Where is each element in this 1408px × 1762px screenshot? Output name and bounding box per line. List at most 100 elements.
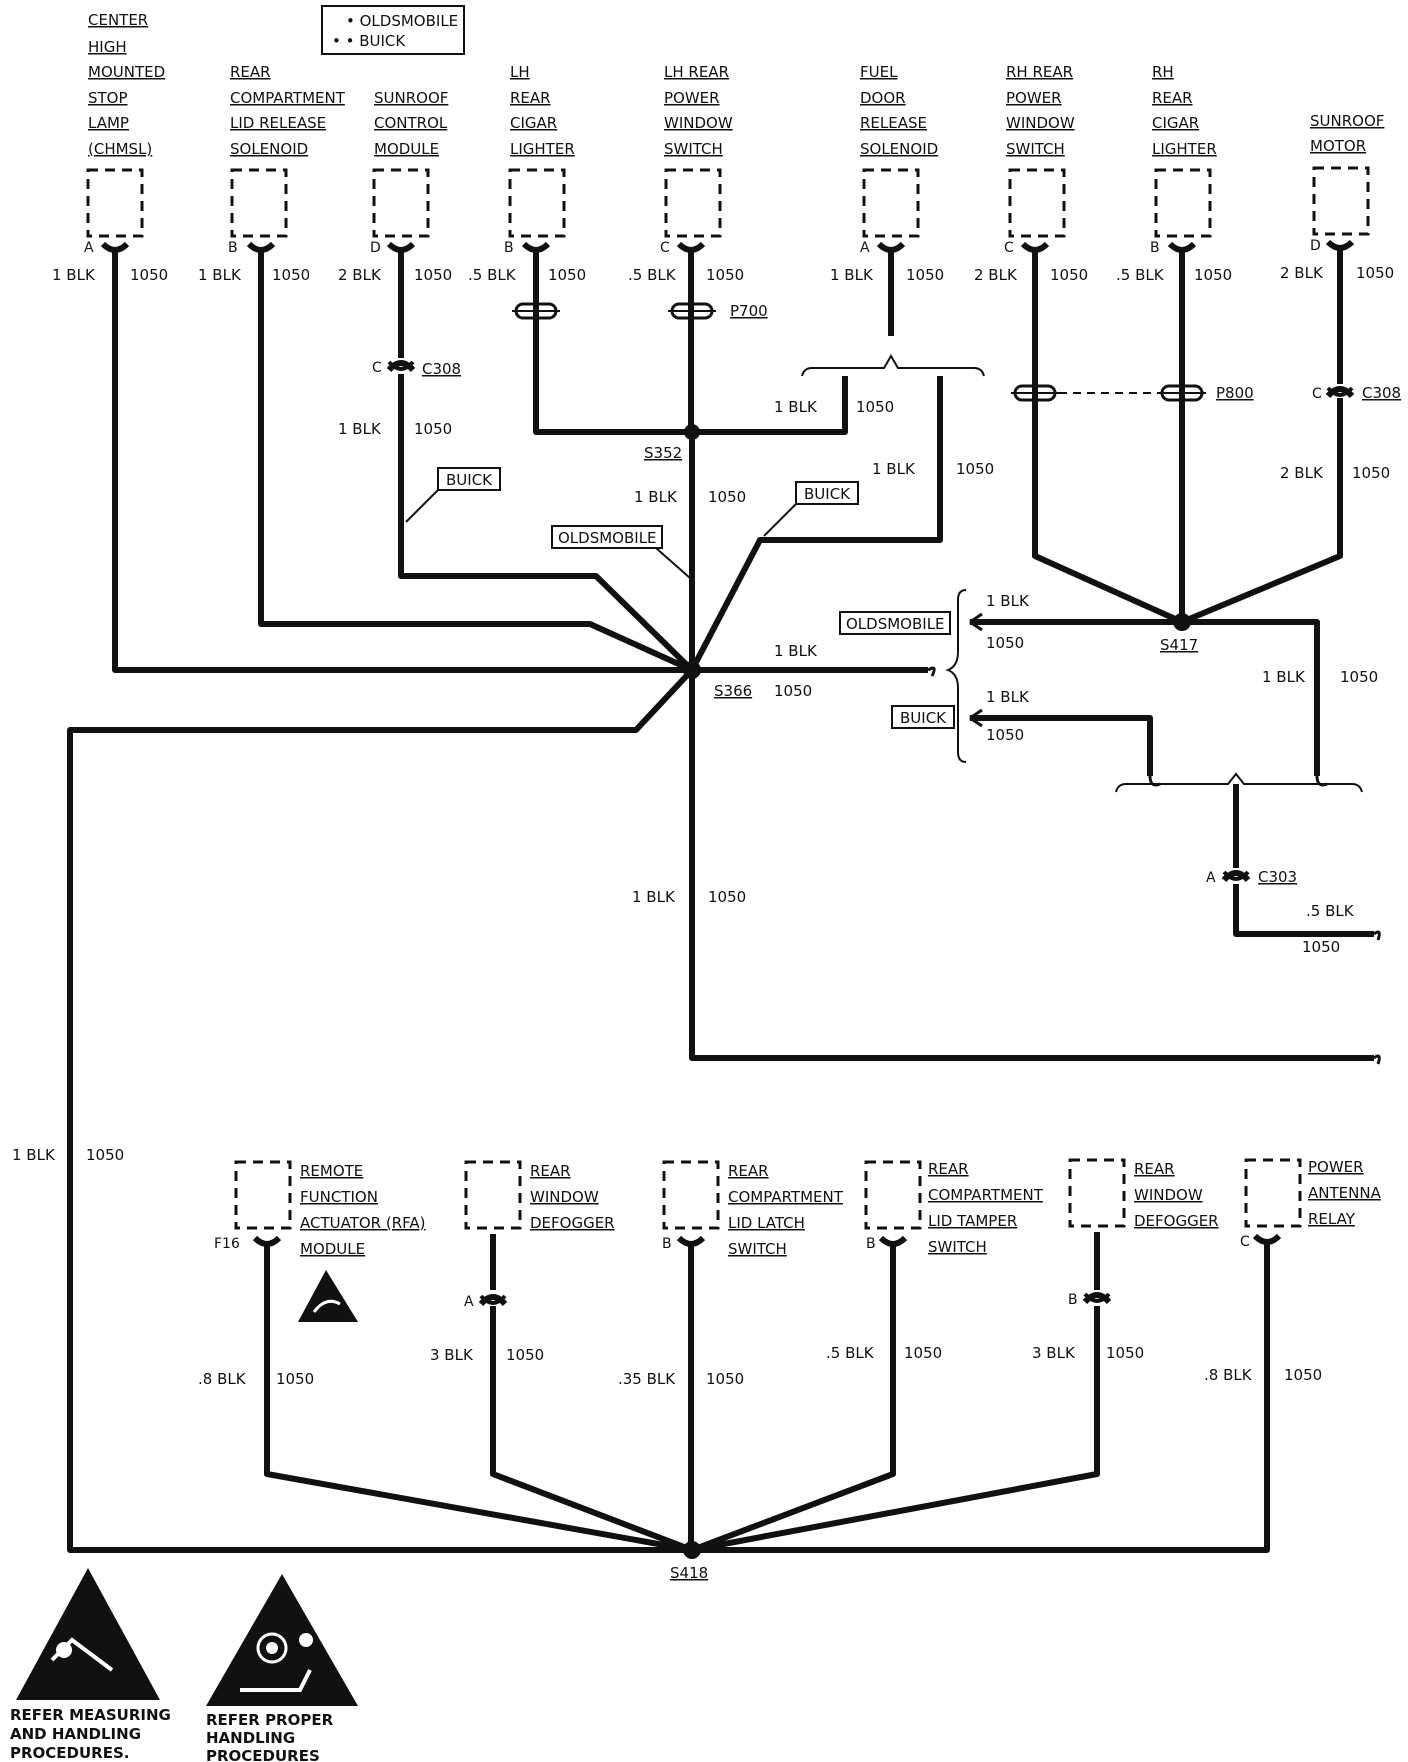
rh-cigar-pin: B: [1150, 240, 1160, 256]
connector-defogger-2-inline: [1082, 1292, 1112, 1305]
chmsl-label-3: MOUNTED: [88, 63, 165, 81]
left-trunk-size: 1 BLK: [12, 1146, 56, 1164]
lh-window-label-1: LH REAR: [664, 63, 729, 81]
p800-label: P800: [1216, 384, 1254, 402]
splice-s366: [683, 661, 701, 679]
lid-release-wire-size: 1 BLK: [198, 266, 242, 284]
airbag-note-1: REFER PROPER: [206, 1711, 334, 1729]
rh-cigar-wire-size: .5 BLK: [1116, 266, 1165, 284]
tag-buick-center: BUICK: [763, 481, 859, 537]
fuel-door-wire-size: 1 BLK: [830, 266, 874, 284]
defogger-1-label-2: WINDOW: [530, 1188, 599, 1206]
connector-c308-right: C C308: [1312, 384, 1401, 402]
sunroof-module-pin: D: [370, 240, 381, 256]
rfa-pin: F16: [214, 1236, 240, 1252]
component-lh-window-switch: LH REAR POWER WINDOW SWITCH C .5 BLK 105…: [628, 63, 744, 284]
s366-down-circuit: 1050: [708, 888, 746, 906]
tag-oldsmobile-right: OLDSMOBILE: [839, 611, 951, 635]
legend: • OLDSMOBILE • • BUICK: [321, 5, 465, 55]
fuel-door-label-3: RELEASE: [860, 114, 927, 132]
component-lid-tamper-switch: REAR COMPARTMENT LID TAMPER SWITCH B .5 …: [826, 1160, 1044, 1362]
legend-oldsmobile: • OLDSMOBILE: [346, 12, 458, 30]
fuel-door-label-1: FUEL: [860, 63, 898, 81]
c303-bracket: [1115, 772, 1363, 793]
lh-window-circuit: 1050: [706, 266, 744, 284]
chmsl-label-1: CENTER: [88, 11, 148, 29]
component-fuel-door: FUEL DOOR RELEASE SOLENOID A 1 BLK 1050: [830, 63, 944, 284]
tag-oldsmobile-right-text: OLDSMOBILE: [846, 615, 945, 633]
rh-window-label-2: POWER: [1006, 89, 1062, 107]
chmsl-label-6: (CHMSL): [88, 140, 152, 158]
latch-pin: B: [662, 1236, 672, 1252]
tag-buick-sunroof-text: BUICK: [446, 471, 493, 489]
c303-exit-arrow: [1373, 930, 1381, 941]
fuel-door-label-2: DOOR: [860, 89, 906, 107]
s352-down-circuit: 1050: [708, 488, 746, 506]
s417-right-circuit: 1050: [1340, 668, 1378, 686]
bottom-harness-wires: [264, 1232, 1270, 1553]
s366-down-size: 1 BLK: [632, 888, 676, 906]
p700-label: P700: [730, 302, 768, 320]
antenna-label-1: POWER: [1308, 1158, 1364, 1176]
antenna-label-3: RELAY: [1308, 1210, 1356, 1228]
component-lid-release: REAR COMPARTMENT LID RELEASE SOLENOID B …: [198, 63, 346, 284]
lh-window-label-4: SWITCH: [664, 140, 723, 158]
rfa-label-4: MODULE: [300, 1240, 365, 1258]
rh-c308-lower-circuit: 1050: [1352, 464, 1390, 482]
tamper-label-2: COMPARTMENT: [928, 1186, 1044, 1204]
defogger-1-circuit: 1050: [506, 1346, 544, 1364]
option-brace: [945, 589, 967, 763]
rh-cigar-label-3: CIGAR: [1152, 114, 1199, 132]
latch-label-4: SWITCH: [728, 1240, 787, 1258]
fuel-door-pin: A: [860, 240, 870, 256]
lh-cigar-label-2: REAR: [510, 89, 551, 107]
esd-note-3: PROCEDURES.: [10, 1744, 129, 1762]
tag-oldsmobile-center: OLDSMOBILE: [551, 525, 691, 579]
old-branch-circuit: 1050: [986, 634, 1024, 652]
left-trunk-circuit: 1050: [86, 1146, 124, 1164]
sunroof-module-wire-size: 2 BLK: [338, 266, 382, 284]
buick-branch-circuit: 1050: [986, 726, 1024, 744]
tamper-pin: B: [866, 1236, 876, 1252]
lid-release-label-4: SOLENOID: [230, 140, 308, 158]
tag-buick-right: BUICK: [891, 705, 955, 729]
esd-handling-note: REFER MEASURING AND HANDLING PROCEDURES.: [10, 1568, 171, 1762]
c308-left-label: C308: [422, 360, 461, 378]
buick-branch-size: 1 BLK: [986, 688, 1030, 706]
c308-right-label: C308: [1362, 384, 1401, 402]
c303-right-size: .5 BLK: [1306, 902, 1355, 920]
component-chmsl: CENTER HIGH MOUNTED STOP LAMP (CHMSL) A …: [52, 11, 168, 284]
antenna-wire-size: .8 BLK: [1204, 1366, 1253, 1384]
sunroof-module-label-1: SUNROOF: [374, 89, 448, 107]
s418-label: S418: [670, 1564, 708, 1582]
lh-cigar-label-3: CIGAR: [510, 114, 557, 132]
chmsl-label-4: STOP: [88, 89, 128, 107]
s366-exit-arrow: [1373, 1054, 1381, 1065]
lid-release-pin: B: [228, 240, 238, 256]
chmsl-label-5: LAMP: [88, 114, 129, 132]
defogger-2-label-3: DEFOGGER: [1134, 1212, 1219, 1230]
s366-right-arrow: [927, 666, 936, 677]
s417-right-size: 1 BLK: [1262, 668, 1306, 686]
c308-right-pin: C: [1312, 386, 1322, 402]
defogger-1-label-1: REAR: [530, 1162, 571, 1180]
rh-window-circuit: 1050: [1050, 266, 1088, 284]
component-defogger-1: REAR WINDOW DEFOGGER A 3 BLK 1050: [430, 1160, 615, 1364]
splice-s418: [683, 1541, 701, 1559]
component-rh-cigar-lighter: RH REAR CIGAR LIGHTER B .5 BLK 1050: [1116, 63, 1232, 284]
component-lid-latch-switch: REAR COMPARTMENT LID LATCH SWITCH B .35 …: [618, 1160, 844, 1388]
splice-s352: [684, 424, 700, 440]
c303-label: C303: [1258, 868, 1297, 886]
component-rh-window-switch: RH REAR POWER WINDOW SWITCH C 2 BLK 1050: [974, 63, 1088, 284]
tamper-circuit: 1050: [904, 1344, 942, 1362]
lh-cigar-pin: B: [504, 240, 514, 256]
lid-release-label-1: REAR: [230, 63, 271, 81]
tamper-label-1: REAR: [928, 1160, 969, 1178]
rfa-wire-size: .8 BLK: [198, 1370, 247, 1388]
component-sunroof-motor: SUNROOF MOTOR D 2 BLK 1050: [1280, 112, 1394, 282]
sunroof-motor-label-2: MOTOR: [1310, 137, 1366, 155]
fuel-door-bracket: [801, 354, 985, 377]
rfa-label-1: REMOTE: [300, 1162, 363, 1180]
component-rfa-module: REMOTE FUNCTION ACTUATOR (RFA) MODULE F1…: [198, 1160, 426, 1388]
